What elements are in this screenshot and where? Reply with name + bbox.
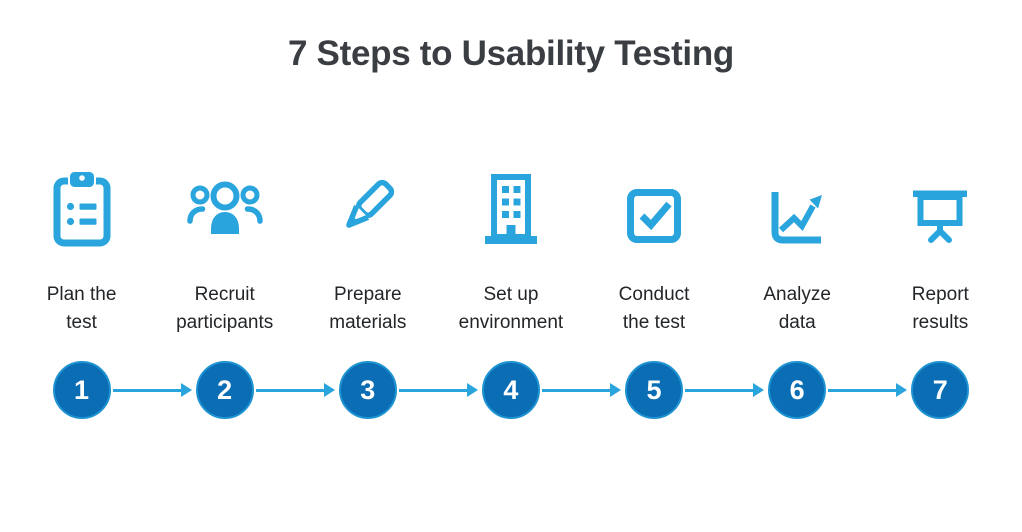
step-item-3: Prepare materials 3 [296, 168, 478, 419]
step-number-badge: 2 [195, 361, 254, 419]
step-connector-arrow [828, 383, 908, 397]
participants-group-icon [185, 168, 265, 248]
step-number-badge: 5 [625, 361, 684, 419]
step-connector-arrow [112, 383, 192, 397]
line-chart-up-icon [757, 168, 837, 248]
page-title: 7 Steps to Usability Testing [287, 34, 735, 73]
step-connector-arrow [541, 383, 621, 397]
step-label: Analyze data [763, 284, 831, 333]
step-connector-arrow [685, 383, 765, 397]
arrowhead-icon [180, 383, 192, 397]
step-number-badge: 1 [52, 361, 111, 419]
checkbox-checked-icon [614, 168, 694, 248]
step-label: Recruit participants [176, 284, 274, 333]
step-label: Plan the test [46, 284, 117, 333]
building-icon [471, 168, 551, 248]
step-label: Report results [911, 284, 969, 333]
step-item-4: Set up environment 4 [439, 168, 621, 419]
arrowhead-icon [896, 383, 908, 397]
step-item-6: Analyze data 6 [726, 168, 908, 419]
presentation-board-icon [900, 168, 980, 248]
arrowhead-icon [753, 383, 765, 397]
step-item-5: Conduct the test 5 [583, 168, 765, 419]
step-connector-arrow [255, 383, 335, 397]
step-connector-arrow [398, 383, 478, 397]
step-number-badge: 4 [481, 361, 540, 419]
step-label: Set up environment [458, 284, 564, 333]
step-number-badge: 3 [338, 361, 397, 419]
step-label: Conduct the test [618, 284, 690, 333]
step-label: Prepare materials [329, 284, 407, 333]
step-number-badge: 7 [911, 361, 970, 419]
arrowhead-icon [323, 383, 335, 397]
step-number-badge: 6 [768, 361, 827, 419]
arrowhead-icon [466, 383, 478, 397]
step-item-7: Report results 7 [869, 168, 1012, 419]
arrowhead-icon [609, 383, 621, 397]
pencil-icon [328, 168, 408, 248]
step-item-1: Plan the test 1 [10, 168, 192, 419]
step-item-2: Recruit participants 2 [153, 168, 335, 419]
steps-row: Plan the test 1 [10, 168, 1012, 419]
clipboard-checklist-icon [42, 168, 122, 248]
